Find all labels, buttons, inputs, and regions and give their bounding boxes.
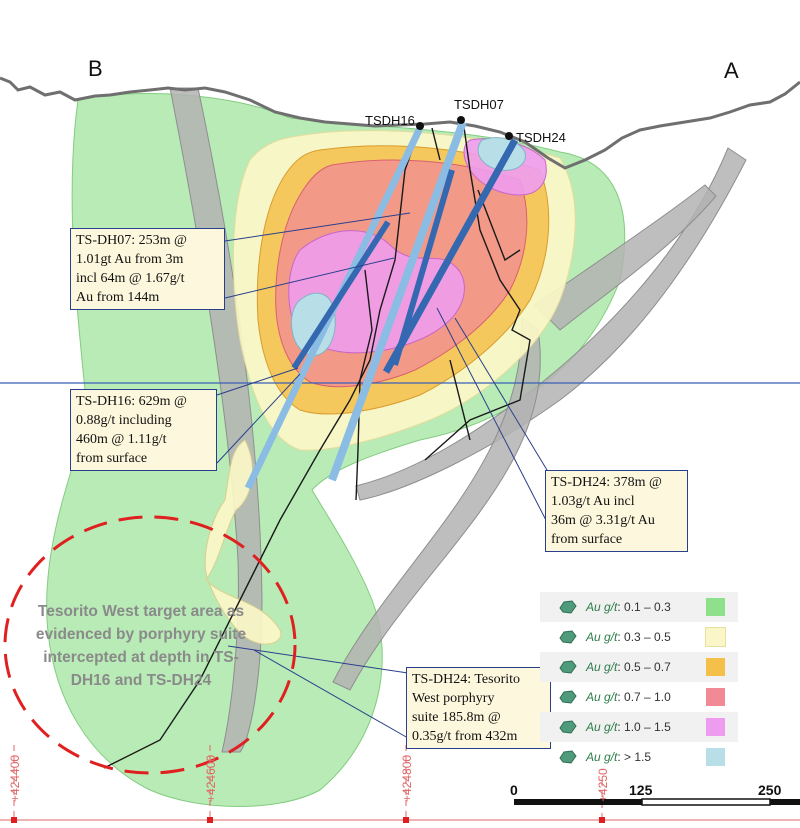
legend-item: Au g/t: 0.1 – 0.3	[540, 592, 738, 622]
gem-icon	[559, 660, 577, 674]
target-outline	[3, 515, 297, 775]
drill-hole-label: TSDH07	[454, 97, 504, 112]
legend-range: 0.3 – 0.5	[624, 630, 671, 644]
topographic-surface	[0, 76, 800, 170]
grade-shell-03-05-neck	[204, 439, 282, 645]
legend-item: Au g/t: 0.7 – 1.0	[540, 682, 738, 712]
gem-icon	[559, 600, 577, 614]
legend-swatch	[706, 658, 725, 676]
callout-line: West porphyry	[412, 691, 495, 706]
callout-line: TS-DH16: 629m @	[76, 394, 187, 409]
legend-range: 1.0 – 1.5	[624, 720, 671, 734]
target-area-label: Tesorito West target area as evidenced b…	[35, 603, 247, 689]
callout-line: TS-DH24: 378m @	[551, 475, 662, 490]
legend-prefix: Au g/t	[586, 600, 618, 614]
gem-icon	[559, 720, 577, 734]
legend-swatch	[706, 718, 725, 736]
legend-range: > 1.5	[624, 750, 652, 764]
legend-swatch	[706, 688, 725, 706]
callout-line: 1.01gt Au from 3m	[76, 252, 184, 267]
scale-label: 250	[758, 782, 782, 798]
legend-range: 0.7 – 1.0	[624, 690, 671, 704]
callout-line: 1.03g/t Au incl	[551, 494, 635, 509]
drill-traces	[103, 119, 531, 769]
grade-core-high	[290, 292, 336, 356]
collar-markers	[416, 116, 513, 140]
callout-line: 36m @ 3.31g/t Au	[551, 513, 655, 528]
legend-swatch	[705, 627, 726, 647]
legend-item: Au g/t: 0.5 – 0.7	[540, 652, 738, 682]
callout-leaders	[216, 212, 551, 739]
legend-prefix: Au g/t	[586, 660, 618, 674]
gem-icon	[559, 690, 577, 704]
scale-label: 0	[510, 782, 518, 798]
scale-bar	[514, 798, 800, 806]
easting-label: +424800	[400, 754, 414, 802]
callout-line: 0.35g/t from 432m	[412, 729, 518, 744]
drill-hole-label: TSDH16	[365, 113, 415, 128]
callout-line: incl 64m @ 1.67g/t	[76, 271, 185, 286]
easting-label: +424600	[204, 754, 218, 802]
callout-line: TS-DH24: Tesorito	[412, 672, 521, 687]
easting-ticks	[11, 817, 605, 823]
drill-hole-label: TSDH24	[516, 130, 566, 145]
legend-prefix: Au g/t	[586, 750, 618, 764]
callout-ts-dh07: TS-DH07: 253m @ 1.01gt Au from 3m incl 6…	[70, 228, 225, 310]
grade-legend: Au g/t: 0.1 – 0.3 Au g/t: 0.3 – 0.5 Au g…	[540, 592, 738, 772]
callout-line: from surface	[76, 451, 148, 466]
callout-ts-dh24-b: TS-DH24: Tesorito West porphyry suite 18…	[406, 667, 551, 749]
section-end-right: A	[724, 58, 739, 83]
gem-icon	[559, 630, 577, 644]
easting-label: +424400	[8, 754, 22, 802]
legend-prefix: Au g/t	[586, 630, 618, 644]
callout-line: from surface	[551, 532, 623, 547]
callout-line: 460m @ 1.11g/t	[76, 432, 167, 447]
legend-range: 0.5 – 0.7	[624, 660, 671, 674]
callout-line: TS-DH07: 253m @	[76, 233, 187, 248]
easting-grid	[0, 745, 800, 822]
legend-item: Au g/t: 0.3 – 0.5	[540, 622, 738, 652]
section-end-left: B	[88, 56, 103, 81]
legend-item: Au g/t: 1.0 – 1.5	[540, 712, 738, 742]
gem-icon	[559, 750, 577, 764]
callout-line: Au from 144m	[76, 290, 160, 305]
legend-swatch	[706, 598, 725, 616]
drill-intercepts	[244, 120, 519, 490]
callout-ts-dh24-a: TS-DH24: 378m @ 1.03g/t Au incl 36m @ 3.…	[545, 470, 688, 552]
callout-line: suite 185.8m @	[412, 710, 501, 725]
callout-line: 0.88g/t including	[76, 413, 172, 428]
legend-range: 0.1 – 0.3	[624, 600, 671, 614]
callout-ts-dh16: TS-DH16: 629m @ 0.88g/t including 460m @…	[70, 389, 217, 471]
legend-prefix: Au g/t	[586, 690, 618, 704]
dyke-structures	[169, 87, 747, 753]
legend-swatch	[706, 748, 725, 766]
legend-item: Au g/t: > 1.5	[540, 742, 738, 772]
legend-prefix: Au g/t	[586, 720, 618, 734]
easting-label: +4250	[596, 768, 610, 802]
scale-label: 125	[629, 782, 653, 798]
